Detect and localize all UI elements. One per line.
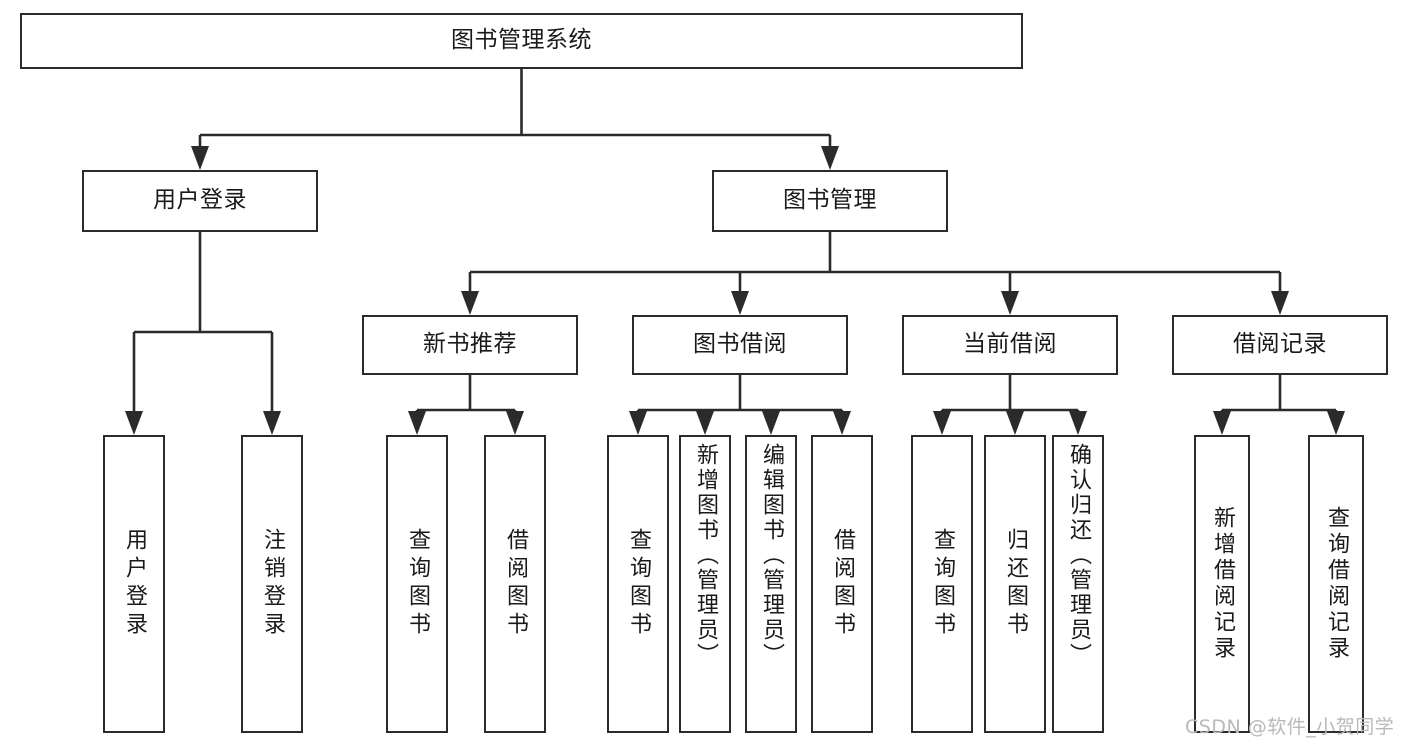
node-leaf-borrow-add-book-label: 新增图书（管理员） <box>693 443 718 668</box>
node-leaf-rec-borrow-book-label: 借阅图书 <box>503 528 528 640</box>
node-root[interactable]: 图书管理系统 <box>20 13 1023 69</box>
node-user-login-label: 用户登录 <box>153 187 247 214</box>
node-leaf-rec-query-book-label: 查询图书 <box>405 528 430 640</box>
node-leaf-user-login[interactable]: 用户登录 <box>103 435 165 733</box>
node-book-manage-label: 图书管理 <box>783 187 877 214</box>
connector-bookmanage-to-level3 <box>461 232 1289 315</box>
node-leaf-borrow-query-book[interactable]: 查询图书 <box>607 435 669 733</box>
node-borrow-record-label: 借阅记录 <box>1233 331 1327 358</box>
node-leaf-cur-query-book[interactable]: 查询图书 <box>911 435 973 733</box>
node-leaf-user-logout[interactable]: 注销登录 <box>241 435 303 733</box>
node-borrow-record[interactable]: 借阅记录 <box>1172 315 1388 375</box>
node-leaf-borrow-edit-book[interactable]: 编辑图书（管理员） <box>745 435 797 733</box>
node-leaf-borrow-borrow-book-label: 借阅图书 <box>830 528 855 640</box>
node-leaf-borrow-edit-book-label: 编辑图书（管理员） <box>759 443 784 668</box>
node-leaf-cur-return-book-label: 归还图书 <box>1003 528 1028 640</box>
node-current-borrow-label: 当前借阅 <box>963 331 1057 358</box>
node-book-manage[interactable]: 图书管理 <box>712 170 948 232</box>
node-leaf-rec-borrow-book[interactable]: 借阅图书 <box>484 435 546 733</box>
node-leaf-borrow-borrow-book[interactable]: 借阅图书 <box>811 435 873 733</box>
node-leaf-rec-query-record[interactable]: 查询借阅记录 <box>1308 435 1364 733</box>
node-leaf-rec-query-record-label: 查询借阅记录 <box>1324 506 1349 662</box>
node-leaf-cur-confirm-return-label: 确认归还（管理员） <box>1066 443 1091 668</box>
connector-currentborrow-to-leaves <box>933 375 1087 435</box>
node-leaf-borrow-query-book-label: 查询图书 <box>626 528 651 640</box>
node-leaf-rec-add-record[interactable]: 新增借阅记录 <box>1194 435 1250 733</box>
connector-userlogin-to-leaves <box>125 232 281 435</box>
node-leaf-borrow-add-book[interactable]: 新增图书（管理员） <box>679 435 731 733</box>
node-book-borrow-label: 图书借阅 <box>693 331 787 358</box>
node-leaf-cur-query-book-label: 查询图书 <box>930 528 955 640</box>
connector-bookborrow-to-leaves <box>629 375 851 435</box>
connector-newbookrec-to-leaves <box>408 375 524 435</box>
node-user-login[interactable]: 用户登录 <box>82 170 318 232</box>
connector-borrowrecord-to-leaves <box>1213 375 1345 435</box>
node-leaf-cur-confirm-return[interactable]: 确认归还（管理员） <box>1052 435 1104 733</box>
node-leaf-cur-return-book[interactable]: 归还图书 <box>984 435 1046 733</box>
node-new-book-rec[interactable]: 新书推荐 <box>362 315 578 375</box>
node-book-borrow[interactable]: 图书借阅 <box>632 315 848 375</box>
node-new-book-rec-label: 新书推荐 <box>423 331 517 358</box>
node-current-borrow[interactable]: 当前借阅 <box>902 315 1118 375</box>
node-leaf-user-logout-label: 注销登录 <box>260 528 285 640</box>
node-leaf-user-login-label: 用户登录 <box>122 528 147 640</box>
node-root-label: 图书管理系统 <box>451 27 592 54</box>
node-leaf-rec-add-record-label: 新增借阅记录 <box>1210 506 1235 662</box>
node-leaf-rec-query-book[interactable]: 查询图书 <box>386 435 448 733</box>
connector-root-to-level2 <box>191 69 839 170</box>
